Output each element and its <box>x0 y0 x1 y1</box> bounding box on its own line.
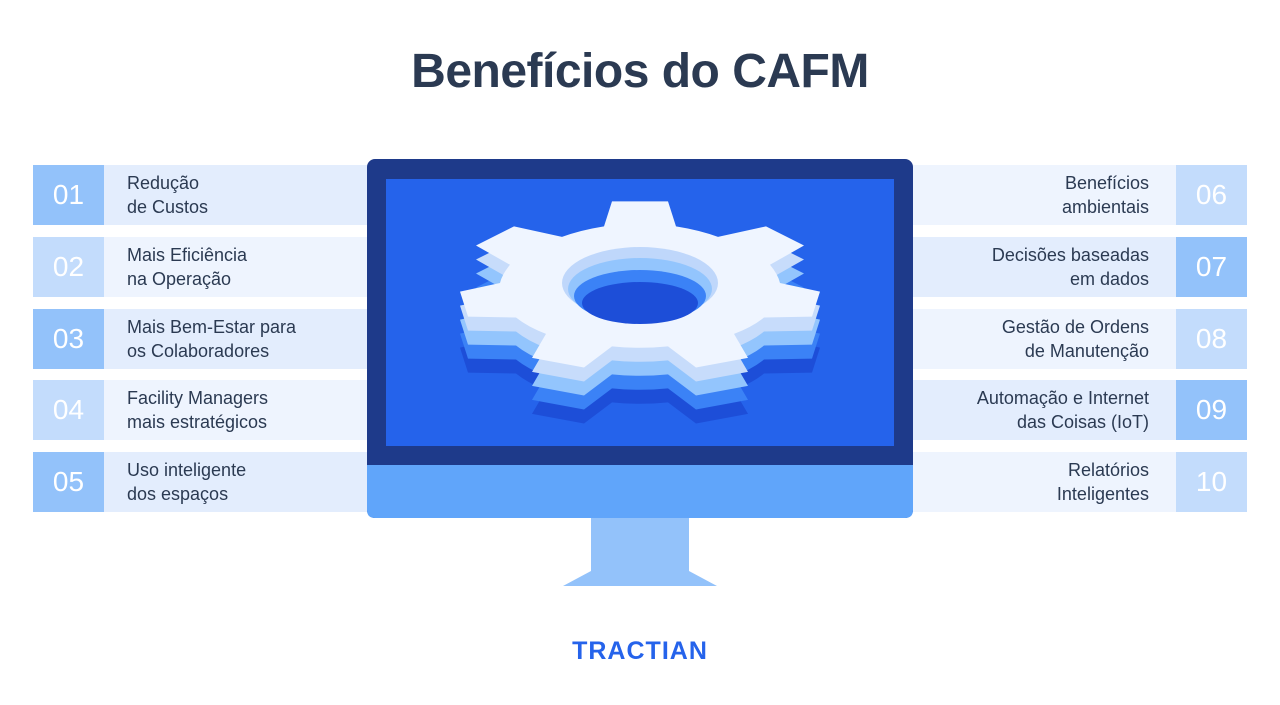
benefit-label: Gestão de Ordens de Manutenção <box>877 309 1176 369</box>
benefit-label-line1: Mais Eficiência <box>127 245 248 265</box>
benefit-label-line1: Gestão de Ordens <box>1001 317 1149 337</box>
benefit-label: Mais Eficiência na Operação <box>104 237 403 297</box>
benefit-number: 10 <box>1176 452 1247 512</box>
benefit-label-line1: Uso inteligente <box>127 460 247 480</box>
benefit-label-line2: de Manutenção <box>1024 341 1149 361</box>
benefit-row-2: 02 Mais Eficiência na Operação <box>33 237 403 297</box>
monitor-chin <box>367 465 913 518</box>
tractian-logo: TRACTIAN <box>572 637 708 665</box>
benefit-number: 05 <box>33 452 104 512</box>
benefit-label-line2: ambientais <box>1061 197 1149 217</box>
benefit-row-4: 04 Facility Managers mais estratégicos <box>33 380 403 440</box>
benefit-row-1: 01 Redução de Custos <box>33 165 403 225</box>
benefit-label-line2: os Colaboradores <box>127 341 270 361</box>
benefit-label-line1: Redução <box>127 173 200 193</box>
benefit-number: 03 <box>33 309 104 369</box>
benefit-label: Redução de Custos <box>104 165 403 225</box>
benefit-label-line1: Decisões baseadas <box>991 245 1149 265</box>
benefit-label: Facility Managers mais estratégicos <box>104 380 403 440</box>
benefit-label: Automação e Internet das Coisas (IoT) <box>877 380 1176 440</box>
benefit-label: Mais Bem-Estar para os Colaboradores <box>104 309 403 369</box>
benefit-label-line1: Benefícios <box>1064 173 1149 193</box>
benefit-row-8: Gestão de Ordens de Manutenção 08 <box>877 309 1247 369</box>
benefit-label-line2: na Operação <box>127 269 232 289</box>
benefit-row-6: Benefícios ambientais 06 <box>877 165 1247 225</box>
benefit-number: 08 <box>1176 309 1247 369</box>
benefit-label: Relatórios Inteligentes <box>877 452 1176 512</box>
benefit-label-line2: dos espaços <box>127 484 229 504</box>
benefit-number: 06 <box>1176 165 1247 225</box>
benefit-label: Benefícios ambientais <box>877 165 1176 225</box>
benefit-row-10: Relatórios Inteligentes 10 <box>877 452 1247 512</box>
benefit-number: 01 <box>33 165 104 225</box>
gear-icon <box>460 201 820 424</box>
monitor-stand <box>563 517 717 586</box>
benefit-label-line2: Inteligentes <box>1056 484 1149 504</box>
benefit-label-line1: Mais Bem-Estar para <box>127 317 297 337</box>
benefit-row-9: Automação e Internet das Coisas (IoT) 09 <box>877 380 1247 440</box>
benefit-number: 04 <box>33 380 104 440</box>
benefit-label-line2: das Coisas (IoT) <box>1016 412 1149 432</box>
page-title: Benefícios do CAFM <box>411 45 869 98</box>
benefit-number: 07 <box>1176 237 1247 297</box>
benefit-label-line1: Facility Managers <box>127 388 269 408</box>
benefit-number: 02 <box>33 237 104 297</box>
benefit-number: 09 <box>1176 380 1247 440</box>
benefit-label: Uso inteligente dos espaços <box>104 452 403 512</box>
benefit-label-line2: de Custos <box>127 197 209 217</box>
benefit-label-line2: mais estratégicos <box>127 412 268 432</box>
benefit-row-3: 03 Mais Bem-Estar para os Colaboradores <box>33 309 403 369</box>
monitor-illustration <box>367 159 913 586</box>
benefit-label: Decisões baseadas em dados <box>877 237 1176 297</box>
benefit-label-line2: em dados <box>1069 269 1149 289</box>
benefit-label-line1: Automação e Internet <box>976 388 1149 408</box>
benefit-row-5: 05 Uso inteligente dos espaços <box>33 452 403 512</box>
benefit-label-line1: Relatórios <box>1067 460 1149 480</box>
benefit-row-7: Decisões baseadas em dados 07 <box>877 237 1247 297</box>
